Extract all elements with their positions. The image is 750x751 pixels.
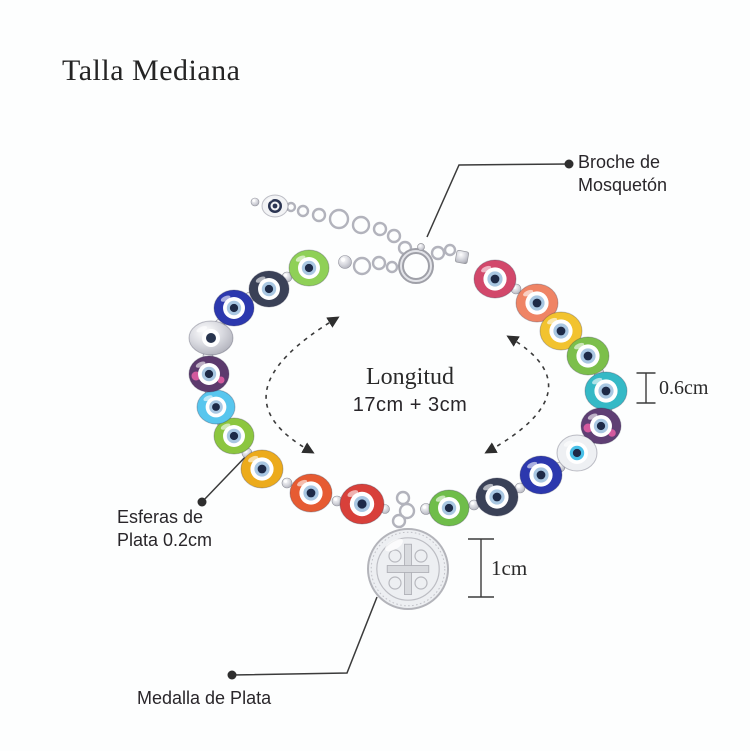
chain-link [351, 215, 371, 235]
evil-eye-bead [188, 320, 234, 356]
chain-link [398, 502, 416, 520]
silver-spacer-bead [250, 197, 260, 207]
page-title: Talla Mediana [62, 54, 241, 87]
chain-link [395, 490, 411, 506]
evil-eye-bead [288, 249, 330, 287]
chain-link [391, 513, 407, 529]
evil-eye-bead [213, 289, 255, 327]
evil-eye-bead [196, 389, 236, 425]
evil-eye-bead [261, 194, 289, 218]
measurement-bracket [468, 538, 494, 598]
length-value: 17cm + 3cm [352, 394, 468, 416]
silver-spacer-bead [338, 255, 352, 269]
sphere-pointer [197, 452, 250, 507]
chain-link [371, 255, 387, 271]
evil-eye-bead [240, 449, 284, 489]
chain-link [328, 208, 350, 230]
evil-eye-bead [188, 355, 230, 393]
evil-eye-bead [428, 489, 470, 527]
evil-eye-bead [519, 455, 563, 495]
silver-spheres-callout-label: Esferas de Plata 0.2cm [117, 507, 213, 550]
silver-medal-charm [367, 528, 449, 610]
chain-link [311, 207, 327, 223]
measurement-bracket [636, 372, 656, 404]
chain-link [296, 204, 310, 218]
medal-pointer [227, 596, 378, 680]
evil-eye-bead [339, 483, 385, 525]
evil-eye-bead [584, 371, 628, 411]
bracelet-layer [188, 194, 628, 610]
chain-link [372, 221, 388, 237]
clasp-callout-label: Broche de Mosquetón [578, 152, 668, 195]
chain-link [443, 243, 457, 257]
silver-spacer-bead [514, 482, 526, 494]
evil-eye-bead [556, 434, 598, 472]
length-label: Longitud [366, 364, 454, 390]
bead-size-measurement-label: 0.6cm [659, 377, 709, 399]
chain-link [386, 228, 402, 244]
chain-link [430, 245, 446, 261]
silver-spacer-bead [281, 477, 293, 489]
evil-eye-bead [289, 473, 333, 513]
chain-link [352, 256, 372, 276]
evil-eye-bead [515, 283, 559, 323]
evil-eye-bead [539, 311, 583, 351]
silver-spacer-bead [420, 503, 432, 515]
evil-eye-bead [566, 336, 610, 376]
evil-eye-bead [473, 259, 517, 299]
spring-ring-clasp [398, 243, 434, 284]
length-dashed-arc [484, 335, 550, 454]
evil-eye-bead [248, 270, 290, 308]
measurement-layer [468, 372, 656, 598]
evil-eye-bead [213, 417, 255, 455]
clasp-pointer [426, 159, 574, 238]
square-silver-bead [455, 250, 469, 264]
medal-callout-label: Medalla de Plata [137, 688, 272, 708]
chain-link [385, 260, 399, 274]
silver-spacer-bead [468, 499, 480, 511]
annotation-lines-layer [197, 159, 574, 680]
evil-eye-bead [475, 477, 519, 517]
medal-size-measurement-label: 1cm [491, 556, 528, 580]
evil-eye-bead [580, 407, 622, 445]
